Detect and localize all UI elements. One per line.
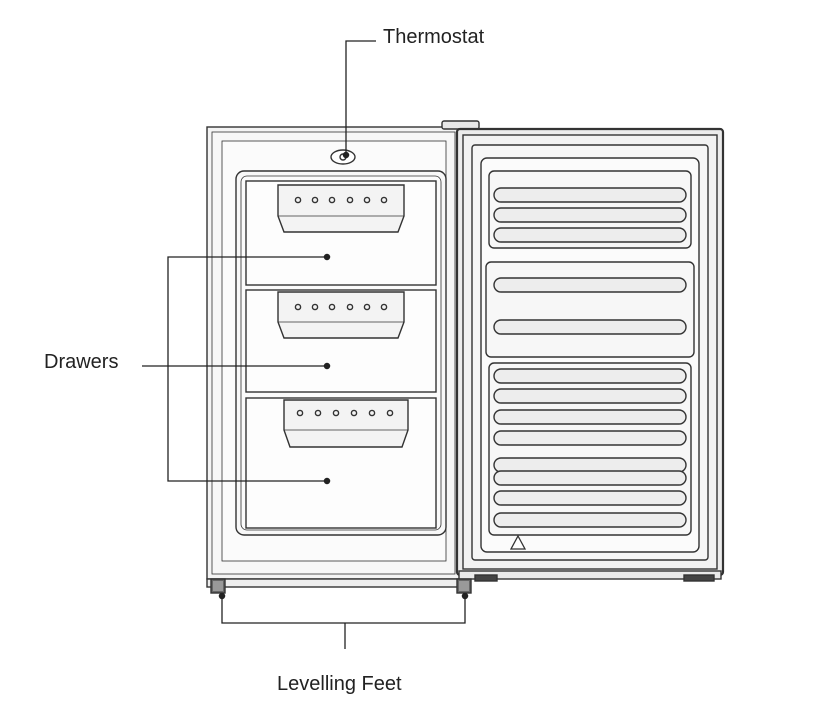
open-door: [441, 120, 725, 582]
feet-leader-bracket: [218, 592, 469, 649]
levelling-foot-right: [456, 578, 472, 594]
drawer-top: [245, 180, 437, 286]
drawer-bottom: [245, 397, 437, 529]
thermostat-label: Thermostat: [383, 26, 485, 48]
drawer-middle: [245, 289, 437, 393]
levelling-foot-left: [210, 578, 226, 594]
thermostat-knob-icon: [330, 149, 356, 165]
drawers-label: Drawers: [44, 351, 119, 373]
levelling-feet-label: Levelling Feet: [277, 673, 402, 695]
drawers-leader-bracket: [142, 253, 331, 485]
thermostat-leader-line: [342, 40, 376, 159]
recycle-triangle-icon: [509, 534, 527, 550]
